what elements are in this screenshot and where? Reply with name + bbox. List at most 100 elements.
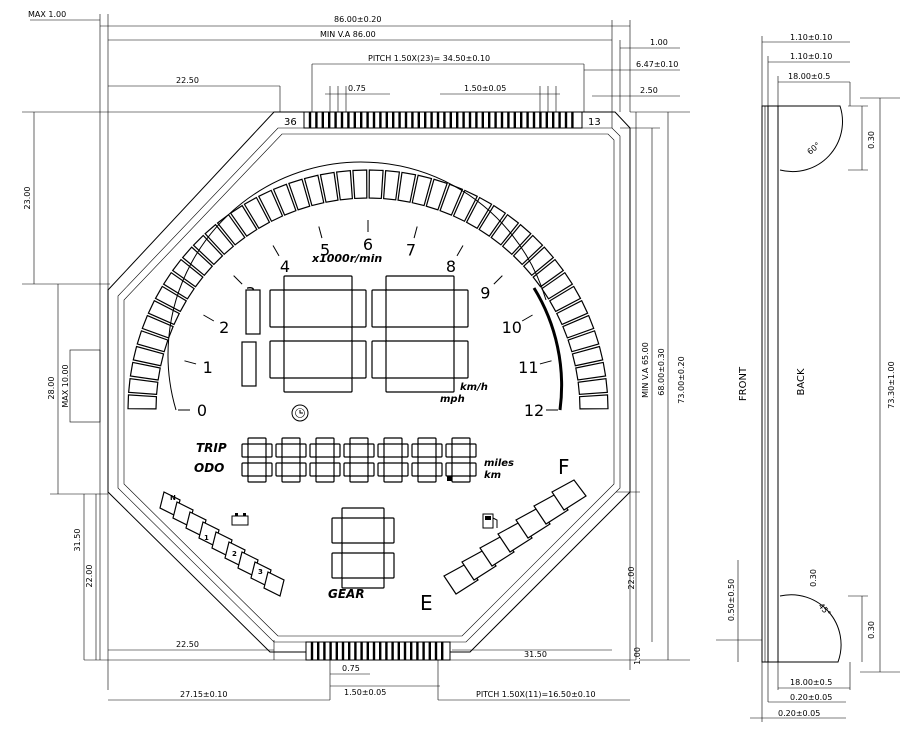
rpm-scale-number: 4: [280, 257, 290, 276]
dim-2250-top: 22.50: [176, 76, 199, 85]
rpm-bar-segment: [136, 330, 169, 353]
rpm-bar-segment: [465, 196, 493, 230]
rpm-bar-segment: [162, 271, 195, 300]
speed-unit-mph: mph: [440, 394, 465, 405]
rpm-scale-number: 9: [480, 284, 490, 303]
rpm-unit-label: x1000r/min: [311, 252, 382, 265]
dim-100-right: 1.00: [650, 38, 668, 47]
rpm-bar-segment: [257, 189, 284, 223]
dimension-lines: [22, 14, 690, 701]
trip-label: TRIP: [196, 441, 227, 455]
rpm-bar-segment: [571, 345, 604, 367]
rpm-bar-segment: [478, 204, 507, 237]
dim-pitch-bottom: PITCH 1.50X(11)=16.50±0.10: [476, 690, 596, 699]
dim-150-top: 1.50±0.05: [464, 84, 506, 93]
rpm-bar-segment: [132, 345, 165, 367]
side-dim-030-top: 0.30: [867, 131, 876, 149]
dim-2800: 28.00: [47, 377, 56, 400]
rpm-scale-number: 7: [406, 241, 416, 260]
dim-2715: 27.15±0.10: [180, 690, 227, 699]
odometer-digits: [241, 437, 477, 483]
rpm-bar-segment: [272, 183, 297, 216]
tachometer-scale-numbers: 0123456789101112: [197, 235, 544, 420]
dim-min-va-right: MIN V.A 65.00: [641, 342, 650, 398]
rpm-bar-segment: [288, 178, 311, 211]
clock-icon: [291, 404, 309, 422]
side-dim-110-020: 1.10±0.10: [790, 33, 832, 42]
rpm-scale-number: 12: [524, 401, 544, 420]
battery-icon: [231, 513, 249, 526]
side-dim-1800-bottom: 18.00±0.5: [790, 678, 832, 687]
dim-075-bottom: 0.75: [342, 664, 360, 673]
rpm-bar-segment: [425, 178, 448, 211]
rpm-bar-segment: [532, 258, 565, 288]
rpm-bar-segment: [439, 183, 464, 216]
rpm-scale-number: 10: [502, 318, 522, 337]
fuel-gauge-segments: [443, 479, 587, 595]
rpm-bar-segment: [154, 285, 188, 313]
speed-unit-kmh: km/h: [460, 382, 488, 393]
dim-3150-bottom: 31.50: [524, 650, 547, 659]
dim-total-width: 86.00±0.20: [334, 15, 381, 24]
dim-075-top: 0.75: [348, 84, 366, 93]
side-dim-110-010: 1.10±0.10: [790, 52, 832, 61]
tachometer-scale-arc: [167, 161, 547, 411]
rpm-bar-segment: [575, 361, 607, 381]
fuel-full-label: F: [558, 455, 570, 479]
gear-label: GEAR: [328, 587, 365, 601]
dim-7300: 73.00±0.20: [677, 356, 686, 403]
rpm-bar-segment: [319, 171, 339, 203]
rpm-bar-segment: [567, 330, 600, 353]
rpm-bar-segment: [522, 246, 555, 277]
side-dim-1800-top: 18.00±0.5: [788, 72, 830, 81]
dim-2200-right: 22.00: [627, 567, 636, 590]
rpm-bar-segment: [243, 196, 271, 230]
distance-unit-miles: miles: [484, 458, 514, 469]
rpm-bar-segment: [555, 299, 589, 326]
rpm-scale-number: 2: [219, 318, 229, 337]
rpm-bar-segment: [548, 285, 582, 313]
rpm-scale-number: 6: [363, 235, 373, 254]
rpm-bar-segment: [127, 377, 159, 396]
side-view: [716, 36, 900, 722]
rpm-bar-segment: [490, 213, 520, 246]
dim-6800: 68.00±0.30: [657, 348, 666, 395]
dim-max-100: MAX 1.00: [28, 10, 66, 19]
rpm-bar-segment: [562, 314, 595, 339]
side-dim-7330: 73.30±1.00: [887, 361, 896, 408]
redline-arc: [532, 287, 564, 411]
side-dim-angle-top: 60°: [806, 141, 823, 157]
dim-100-bottom: 1.00: [633, 647, 642, 665]
rpm-bar-segment: [129, 361, 161, 381]
rpm-bar-segment: [512, 234, 544, 266]
odo-label: ODO: [194, 461, 224, 475]
speed-digit-3: [371, 275, 469, 393]
rpm-scale-number: 11: [518, 358, 538, 377]
side-dim-030-bot-v: 0.30: [809, 569, 818, 587]
tachometer-bar-segments: [127, 169, 609, 410]
gear-position-label: N: [170, 494, 176, 502]
dim-2300-left: 23.00: [23, 187, 32, 210]
bottom-connector: [305, 641, 451, 661]
lcd-inner-outline: [117, 127, 621, 643]
gear-position-label: 3: [258, 568, 263, 576]
rpm-bar-segment: [411, 174, 433, 207]
rpm-bar-segment: [127, 394, 158, 410]
speed-digit-2: [269, 275, 367, 393]
dim-2200-left: 22.00: [85, 565, 94, 588]
rpm-bar-segment: [352, 169, 368, 200]
rpm-bar-segment: [382, 169, 401, 201]
rpm-bar-segment: [229, 204, 258, 237]
back-label: BACK: [796, 368, 807, 396]
dim-250: 2.50: [640, 86, 658, 95]
rpm-bar-segment: [335, 169, 354, 201]
gear-position-label: 2: [232, 550, 237, 558]
dim-min-va: MIN V.A 86.00: [320, 30, 376, 39]
dim-2250-bottom: 22.50: [176, 640, 199, 649]
rpm-bar-segment: [303, 174, 325, 207]
dim-pitch-top: PITCH 1.50X(23)= 34.50±0.10: [368, 54, 490, 63]
rpm-bar-segment: [171, 258, 204, 288]
speed-digit-1: [241, 289, 261, 387]
rpm-bar-segment: [541, 271, 574, 300]
